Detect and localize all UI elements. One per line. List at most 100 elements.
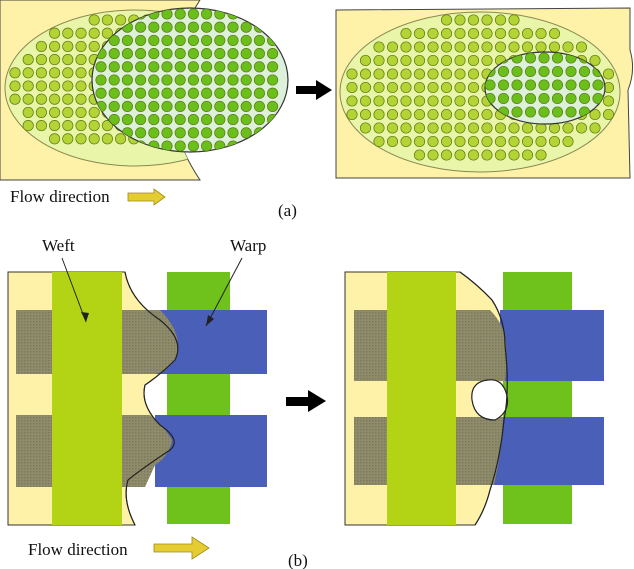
fibre-dot [538,106,550,118]
fibre-dot [115,133,127,145]
fibre-dot [521,41,534,53]
fibre-dot [440,27,453,40]
fibre-dot [267,87,279,99]
fibre-dot [592,79,604,91]
fibre-dot [108,48,120,60]
fibre-dot [187,48,199,60]
fibre-dot [511,92,523,105]
fibre-dot [427,27,439,40]
fibre-dot [174,114,186,126]
fibre-dot [481,108,493,121]
fibre-dot [174,61,186,73]
fibre-dot [161,48,173,60]
fibre-dot [22,67,34,79]
fibre-dot [62,133,74,145]
fibre-dot [359,108,372,121]
fibre-dot [35,80,47,92]
fibre-dot [386,95,399,107]
fibre-dot [22,93,34,105]
fibre-dot [201,87,213,99]
warp-pointer [205,257,243,327]
fibre-dot [494,14,507,26]
fibre-dot [524,52,537,64]
fibre-dot [521,149,534,161]
fibre-dot [148,48,160,60]
fibre-dot [454,68,466,80]
fibre-dot [240,74,252,86]
fibre-dot [240,87,252,99]
panel-a-after [335,7,634,179]
fibre-dot [373,122,385,134]
fibre-dot [9,93,21,105]
fibre-dot [75,40,87,52]
fibre-dot [35,120,47,132]
fibre-dot [467,122,480,134]
weft-tow-vertical-right [387,272,456,525]
fibre-dot [454,41,466,53]
fibre-dot [400,68,412,80]
fibre-dot [95,74,107,86]
fibre-dot [108,74,120,86]
fibre-dot [253,21,265,33]
flow-arrow-bottom [153,536,210,560]
fibre-dot [201,127,213,139]
fibre-dot [485,79,496,91]
fibre-dot [161,87,173,99]
fibre-dot [35,54,47,66]
fibre-dot [253,114,265,126]
fibre-dot [75,106,87,118]
fibre-dot [121,100,133,112]
fibre-dot [174,34,186,46]
fibre-dot [454,135,466,148]
fibre-dot [440,54,453,67]
fibre-dot [508,41,520,53]
fibre-dot [481,14,493,26]
panel-a-caption: (a) [278,201,297,220]
fibre-dot [135,114,147,126]
fibre-dot [359,122,372,134]
fibre-dot [22,120,34,132]
fibre-dot [161,21,173,33]
fibre-dot [497,92,510,105]
flow-arrow-top [127,188,166,206]
fibre-dot [62,106,74,118]
flow-direction-label-top: Flow direction [10,187,110,206]
fibre-dot [589,122,601,134]
fibre-dot [214,87,226,99]
blue-tow-lower-right [494,417,604,485]
fibre-dot [494,27,507,40]
fibre-dot [22,106,34,118]
fibre-dot [481,149,493,161]
fibre-dot [95,87,107,99]
blue-tow-lower [155,415,267,487]
fibre-dot [135,61,147,73]
fibre-dot [267,100,279,112]
fibre-dot [148,100,160,112]
fibre-dot [75,54,87,66]
fibre-dot [49,27,61,39]
fibre-dot [75,67,87,79]
fibre-dot [161,127,173,139]
fibre-dot [400,95,412,107]
fibre-dot [359,54,372,67]
fibre-dot [267,140,279,152]
fibre-dot [227,100,239,112]
fibre-dot [551,106,564,118]
fibre-dot [481,27,493,40]
fibre-dot [427,95,439,107]
fibre-dot [62,54,74,66]
fibre-dot [161,114,173,126]
fibre-dot [187,34,199,46]
fibre-dot [108,114,120,126]
fibre-dot [440,135,453,148]
fibre-dot [35,106,47,118]
fibre-dot [400,27,412,40]
weft-pointer [61,257,87,323]
fibre-dot [454,95,466,107]
fibre-dot [400,41,412,53]
fibre-dot [565,92,577,105]
weft-tow-vertical [52,272,122,525]
fibre-dot [161,61,173,73]
fibre-dot [135,87,147,99]
fibre-dot [201,8,213,20]
